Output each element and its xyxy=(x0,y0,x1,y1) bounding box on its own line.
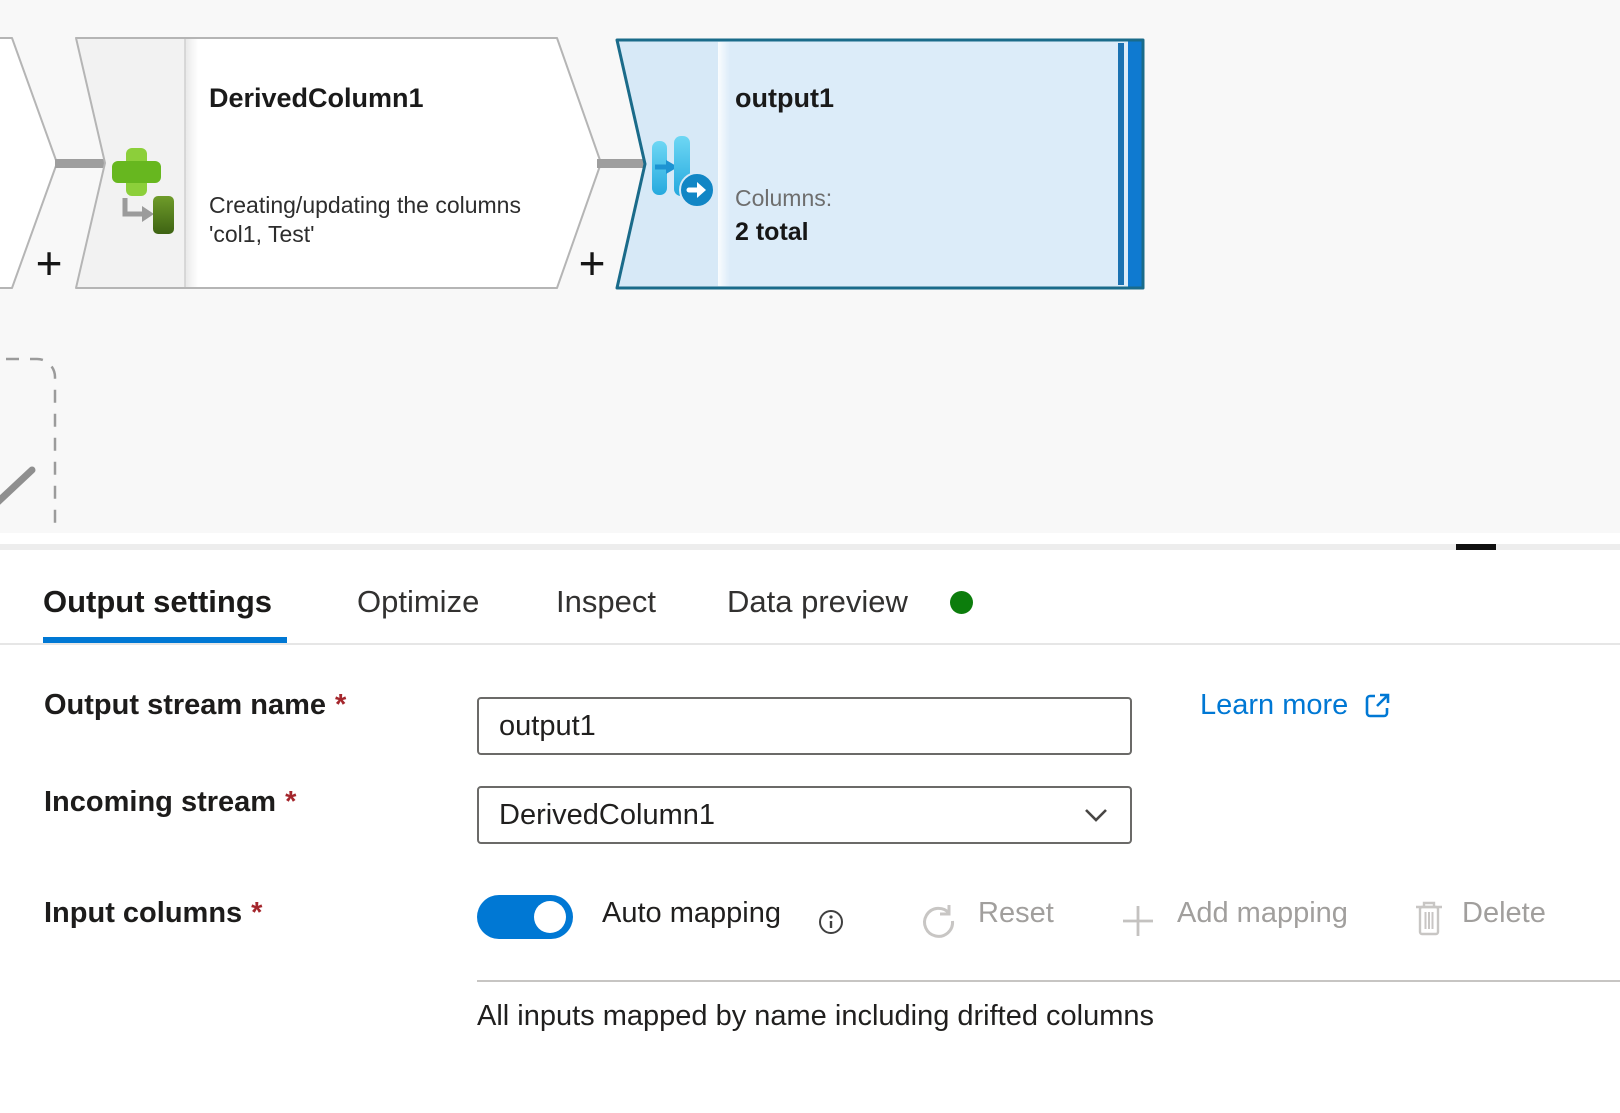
plus-icon[interactable] xyxy=(1120,903,1156,939)
add-mapping-button[interactable]: Add mapping xyxy=(1177,897,1348,929)
tab-data-preview[interactable]: Data preview xyxy=(727,584,908,619)
output-stream-name-label: Output stream name* xyxy=(44,689,347,721)
panel-resize-handle[interactable] xyxy=(1456,544,1496,550)
derived-node-title: DerivedColumn1 xyxy=(209,83,424,113)
stream-connector-1[interactable] xyxy=(55,159,109,168)
tab-inspect[interactable]: Inspect xyxy=(556,584,656,619)
learn-more-link[interactable]: Learn more xyxy=(1200,689,1392,722)
dashed-selection-box xyxy=(0,357,57,533)
trash-icon[interactable] xyxy=(1412,899,1446,939)
reset-icon[interactable] xyxy=(920,902,958,940)
canvas-add-node-button-2[interactable]: + xyxy=(579,237,606,289)
tab-row-divider xyxy=(0,643,1620,645)
sink-node-columns-total: 2 total xyxy=(735,218,809,246)
canvas-add-node-button-1[interactable]: + xyxy=(36,237,63,289)
external-link-icon xyxy=(1362,691,1392,721)
required-asterisk: * xyxy=(285,786,297,818)
incoming-stream-selected-value: DerivedColumn1 xyxy=(499,798,715,831)
panel-resize-bar xyxy=(0,544,1620,550)
reset-button[interactable]: Reset xyxy=(978,897,1054,929)
incoming-stream-dropdown[interactable]: DerivedColumn1 xyxy=(477,786,1132,844)
required-asterisk: * xyxy=(251,897,263,929)
input-columns-label: Input columns* xyxy=(44,897,263,929)
sink-icon xyxy=(652,136,715,208)
derived-node-description-line1: Creating/updating the columns xyxy=(209,192,521,218)
node-previous-partial[interactable] xyxy=(0,37,58,289)
info-icon[interactable] xyxy=(818,909,844,935)
delete-button[interactable]: Delete xyxy=(1462,897,1546,929)
sink-node-columns-label: Columns: xyxy=(735,185,832,211)
auto-mapping-label: Auto mapping xyxy=(602,897,781,929)
data-preview-status-dot xyxy=(950,591,973,614)
auto-mapping-toggle[interactable] xyxy=(477,895,573,939)
tab-output-settings[interactable]: Output settings xyxy=(43,584,273,619)
incoming-stream-label: Incoming stream* xyxy=(44,786,297,818)
partial-edge-line xyxy=(0,466,36,505)
required-asterisk: * xyxy=(335,689,347,721)
active-tab-underline xyxy=(43,637,287,643)
output-stream-name-input[interactable] xyxy=(477,697,1132,755)
chevron-down-icon xyxy=(1084,808,1108,822)
mapping-status-message: All inputs mapped by name including drif… xyxy=(477,1000,1155,1032)
node-sink-output1[interactable]: output1 Columns: 2 total xyxy=(615,38,1145,290)
stream-connector-2[interactable] xyxy=(597,159,647,168)
derived-node-description-line2: 'col1, Test' xyxy=(209,221,315,247)
derived-column-icon xyxy=(112,148,174,234)
tab-optimize[interactable]: Optimize xyxy=(357,584,480,619)
node-derived-column[interactable]: DerivedColumn1 Creating/updating the col… xyxy=(75,37,602,289)
sink-node-title: output1 xyxy=(735,83,834,113)
dataflow-canvas[interactable]: DerivedColumn1 Creating/updating the col… xyxy=(0,0,1620,533)
toggle-knob xyxy=(534,901,566,933)
mapping-section-divider xyxy=(477,980,1620,982)
